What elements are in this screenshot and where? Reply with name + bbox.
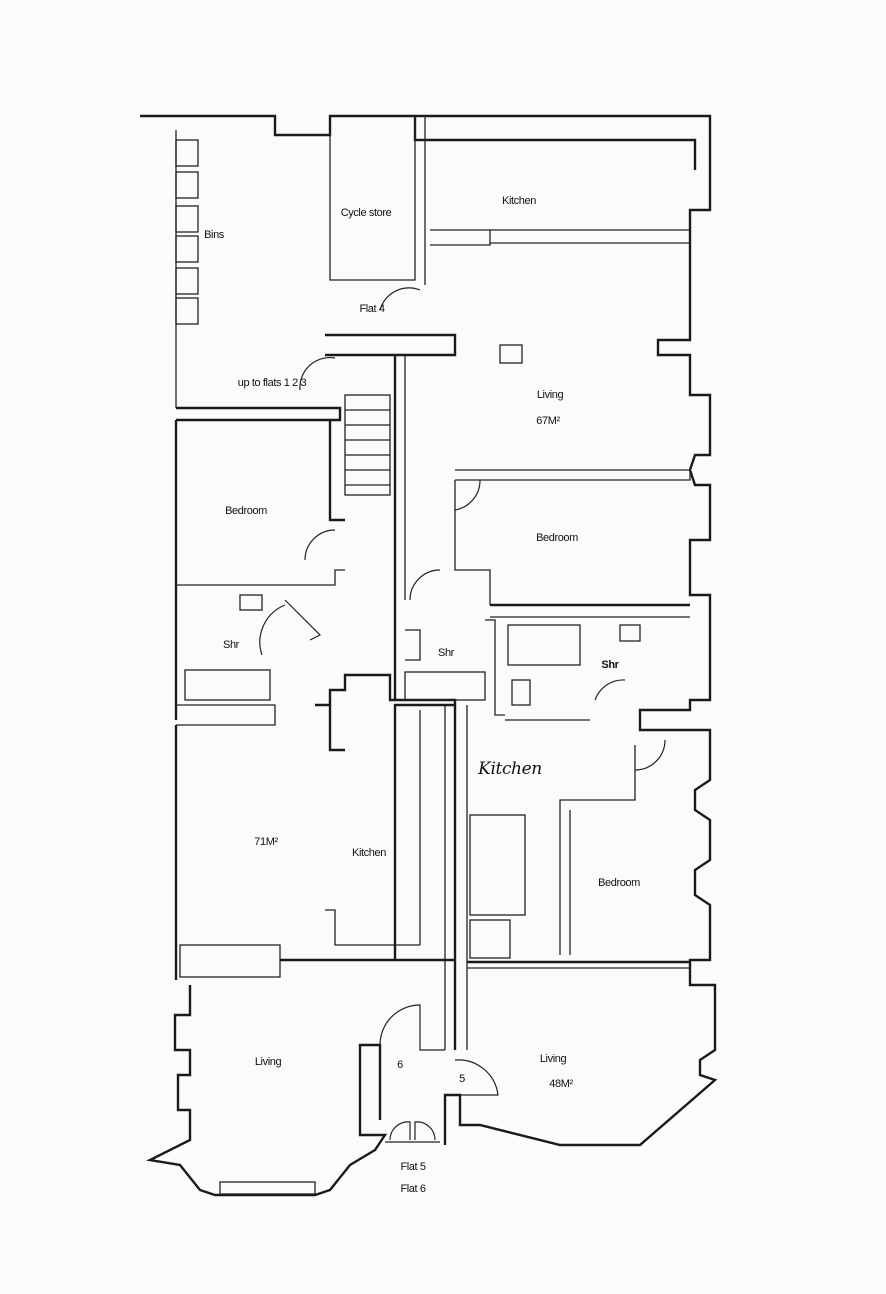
label-cycle-store: Cycle store — [341, 207, 392, 219]
staircase — [344, 394, 391, 496]
label-bedroom-lower: Bedroom — [598, 877, 640, 889]
label-kitchen-top: Kitchen — [502, 195, 536, 207]
label-living-bottom-right: Living — [540, 1053, 567, 1065]
label-shower-mid: Shr — [438, 647, 455, 659]
label-flat-number-5: 5 — [459, 1073, 465, 1085]
label-flat4: Flat 4 — [359, 303, 384, 315]
label-living-top: Living — [537, 389, 564, 401]
label-flat5-entrance: Flat 5 — [400, 1161, 425, 1173]
bins-units — [175, 139, 199, 325]
label-living-top-area: 67M² — [536, 415, 560, 427]
label-living-bottom-right-area: 48M² — [549, 1078, 573, 1090]
label-stairs-up: up to flats 1 2 3 — [238, 377, 307, 389]
walls — [140, 114, 718, 1197]
label-left-area: 71M² — [254, 836, 278, 848]
label-bedroom-right: Bedroom — [536, 532, 578, 544]
label-kitchen-handwritten: Kitchen — [477, 759, 542, 779]
label-flat6-entrance: Flat 6 — [400, 1183, 425, 1195]
label-kitchen-left: Kitchen — [352, 847, 386, 859]
label-shower-left: Shr — [223, 639, 240, 651]
label-living-bottom-left: Living — [255, 1056, 282, 1068]
label-bedroom-left: Bedroom — [225, 505, 267, 517]
label-bins: Bins — [204, 229, 225, 241]
label-flat-number-6: 6 — [397, 1059, 403, 1071]
label-shower-right: Shr — [601, 659, 619, 671]
room-labels: Bins Cycle store Kitchen Flat 4 up to fl… — [204, 195, 640, 1195]
